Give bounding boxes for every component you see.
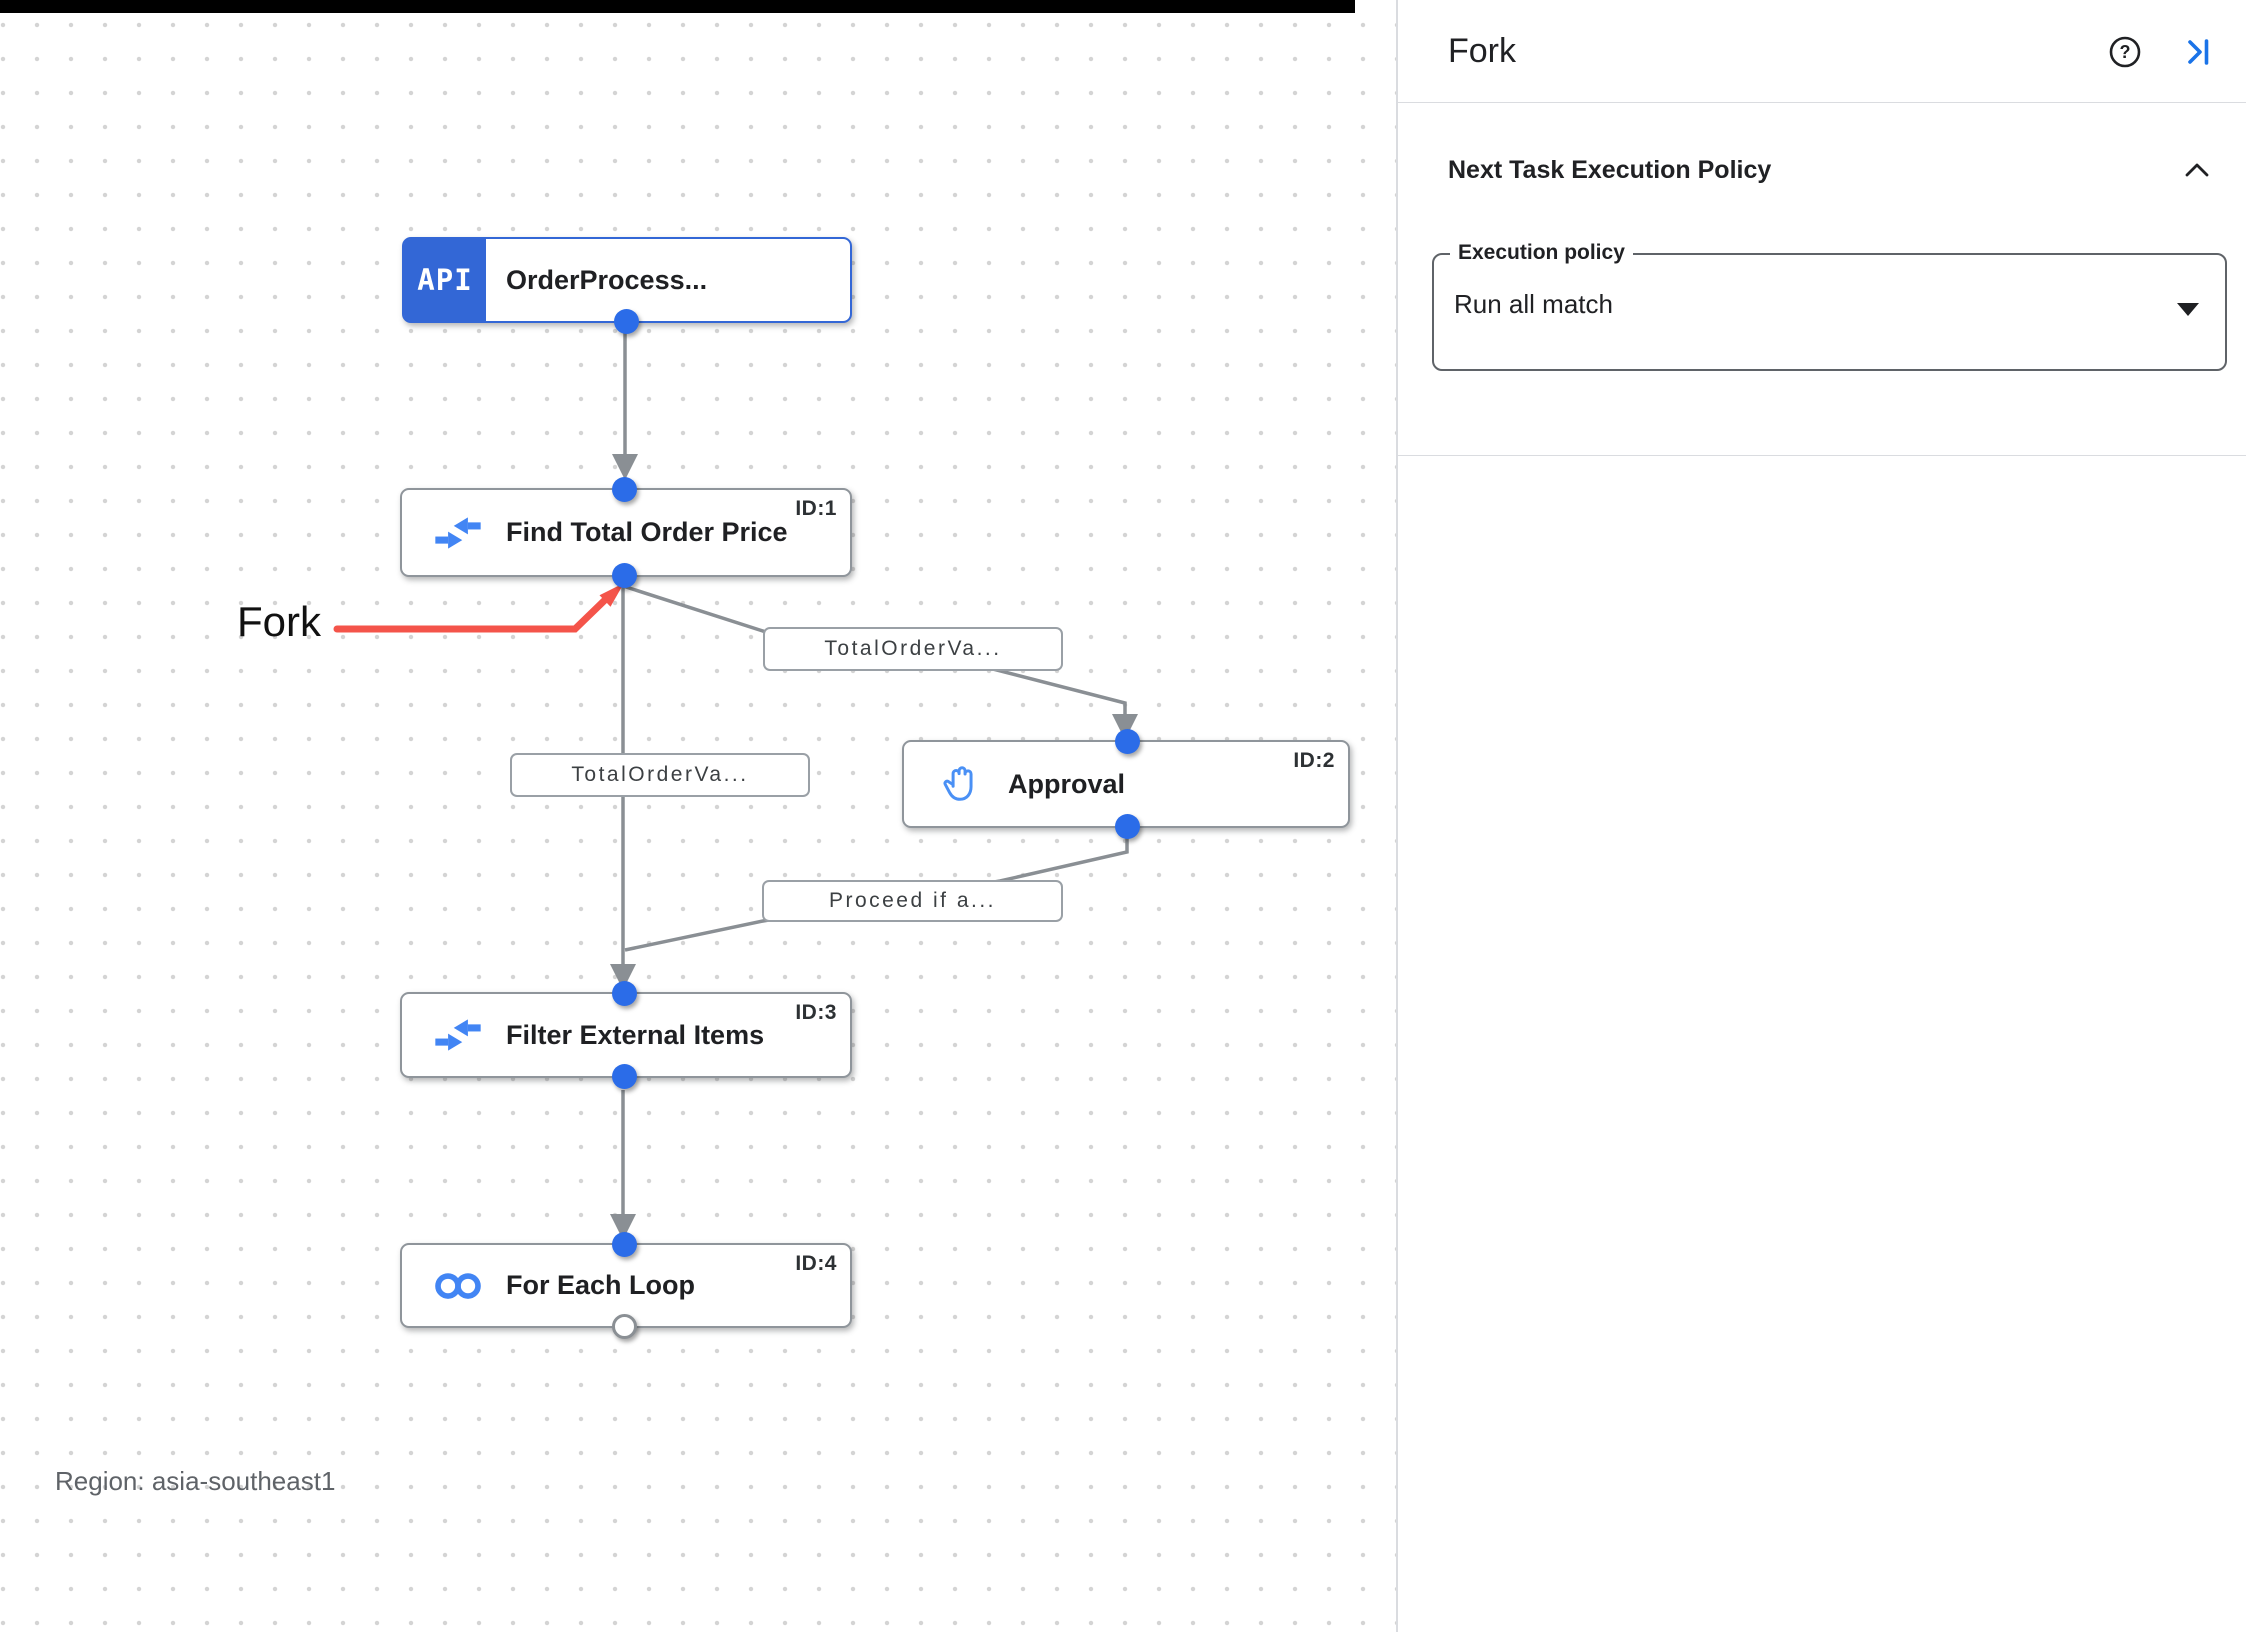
edge-condition-text: TotalOrderVa...	[824, 637, 1002, 660]
execution-policy-label: Execution policy	[1450, 241, 1633, 265]
region-label: Region: asia-southeast1	[55, 1466, 336, 1496]
dropdown-caret-icon[interactable]	[2177, 303, 2199, 316]
node-label: For Each Loop	[506, 1270, 695, 1300]
arrowhead	[612, 454, 638, 480]
edge-fork-right-2	[992, 667, 1127, 716]
edge-condition-label[interactable]: Proceed if a...	[762, 880, 1063, 922]
output-connector-dot[interactable]	[612, 1064, 637, 1089]
arrowhead	[610, 964, 636, 990]
arrowhead	[610, 1214, 636, 1240]
execution-policy-select[interactable]: Execution policy Run all match	[1432, 241, 2227, 371]
execution-policy-value: Run all match	[1454, 289, 1613, 319]
panel-divider	[1396, 0, 1398, 1632]
panel-title: Fork	[1448, 31, 1516, 70]
node-label: Approval	[1008, 768, 1126, 799]
edge-condition-text: TotalOrderVa...	[571, 763, 749, 786]
node-id-badge: ID:3	[795, 1001, 837, 1024]
section-divider	[1398, 455, 2246, 456]
svg-text:?: ?	[2120, 42, 2131, 62]
section-next-task-execution-policy[interactable]: Next Task Execution Policy	[1448, 150, 2216, 190]
input-connector-dot[interactable]	[612, 477, 637, 502]
help-icon[interactable]: ?	[2106, 33, 2144, 71]
input-connector-dot[interactable]	[1115, 729, 1140, 754]
output-connector-dot[interactable]	[614, 309, 639, 334]
node-filter-external-items[interactable]: ID:3 Filter External Items	[400, 981, 852, 1089]
node-label: Filter External Items	[506, 1019, 765, 1050]
approval-hand-icon	[932, 761, 988, 807]
panel-header: Fork ?	[1398, 0, 2246, 103]
node-id-badge: ID:2	[1293, 749, 1335, 772]
api-trigger-badge: API	[404, 239, 486, 321]
node-label: Find Total Order Price	[506, 517, 788, 547]
node-id-badge: ID:1	[795, 497, 837, 520]
node-for-each-loop[interactable]: ID:4 For Each Loop	[400, 1232, 852, 1339]
input-connector-dot[interactable]	[612, 981, 637, 1006]
top-black-bar	[0, 0, 1355, 13]
output-connector-dot[interactable]	[1115, 814, 1140, 839]
data-mapping-icon	[430, 1018, 486, 1052]
loop-infinity-icon	[430, 1271, 486, 1301]
chevron-up-icon[interactable]	[2178, 151, 2216, 189]
output-connector-dot-empty[interactable]	[612, 1314, 637, 1339]
section-title: Next Task Execution Policy	[1448, 155, 1772, 184]
node-label: OrderProcess...	[506, 264, 708, 295]
edge-condition-text: Proceed if a...	[828, 889, 997, 912]
collapse-panel-icon[interactable]	[2180, 33, 2218, 71]
data-mapping-icon	[430, 516, 486, 550]
node-api-trigger[interactable]: API OrderProcess...	[402, 237, 852, 334]
node-id-badge: ID:4	[795, 1252, 837, 1275]
task-config-panel: Fork ? Next Task Execution Policy	[1398, 0, 2246, 1632]
fork-annotation-text: Fork	[237, 598, 321, 645]
fork-connector-dot[interactable]	[612, 563, 637, 588]
edge-condition-label[interactable]: TotalOrderVa...	[510, 753, 810, 797]
arrowhead	[1112, 714, 1138, 740]
fork-annotation-arrow	[333, 583, 624, 633]
edge-condition-label[interactable]: TotalOrderVa...	[763, 627, 1063, 671]
workflow-canvas[interactable]: API OrderProcess... ID:1 Find Total Orde…	[0, 0, 1397, 1632]
input-connector-dot[interactable]	[612, 1232, 637, 1257]
node-find-total-order-price[interactable]: ID:1 Find Total Order Price	[400, 477, 852, 588]
node-approval[interactable]: ID:2 Approval	[902, 729, 1350, 839]
